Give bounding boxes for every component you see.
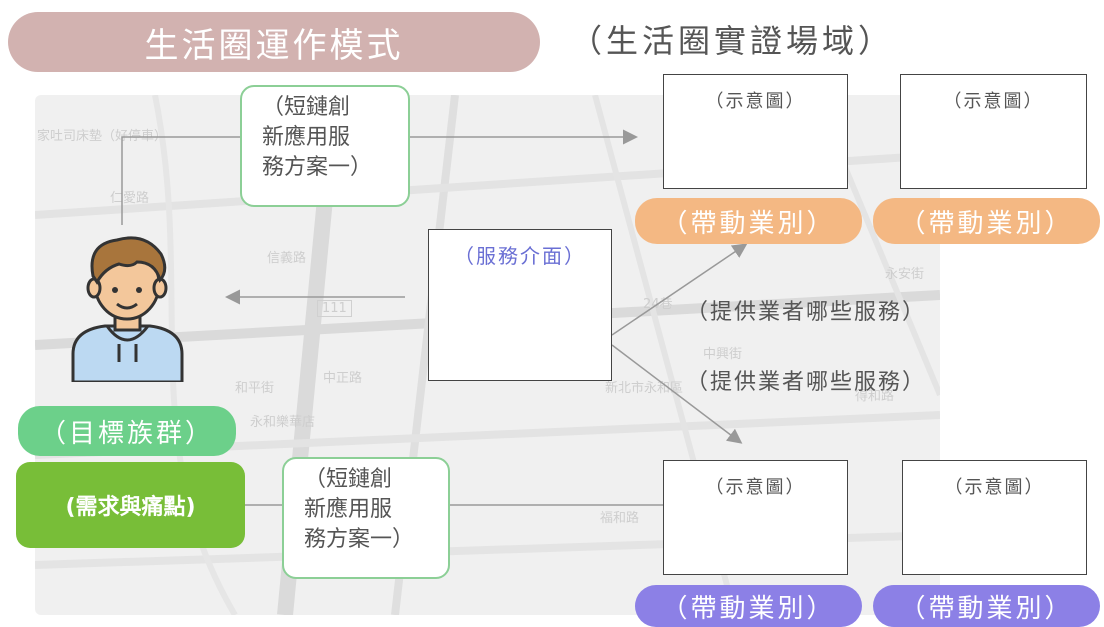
map-label: 和平街 — [235, 381, 275, 396]
industry-tag-purple: （帶動業別） — [635, 585, 862, 627]
map-label: 中正路 — [323, 371, 363, 386]
map-label: 永和樂華店 — [250, 415, 316, 430]
service-label: （提供業者哪些服務） — [686, 300, 927, 325]
industry-tag-purple: （帶動業別） — [873, 585, 1100, 627]
service-interface-box: （服務介面） — [428, 229, 612, 381]
map-label: 永安街 — [885, 267, 925, 282]
screenshot-placeholder: （示意圖） — [663, 460, 848, 575]
target-group-tag: （目標族群） — [18, 406, 236, 456]
screenshot-placeholder: （示意圖） — [900, 74, 1087, 189]
title-pill: 生活圈運作模式 — [8, 12, 540, 72]
industry-tag-orange: （帶動業別） — [873, 198, 1100, 244]
person-avatar-icon — [71, 236, 184, 382]
screenshot-placeholder: （示意圖） — [902, 460, 1087, 575]
service-label: （提供業者哪些服務） — [686, 370, 927, 395]
map-label: 家吐司床墊（好停車） — [37, 129, 168, 144]
map-label: 111 — [317, 300, 352, 317]
map-label: 得和路 — [855, 389, 895, 404]
needs-tag: (需求與痛點) — [16, 462, 245, 548]
map-label: 仁愛路 — [110, 191, 150, 206]
case-box-top: （短鏈創 新應用服 務方案一） — [240, 85, 410, 207]
map-label: 福和路 — [600, 511, 640, 526]
industry-tag-orange: （帶動業別） — [635, 198, 862, 244]
screenshot-placeholder: （示意圖） — [663, 74, 848, 189]
case-box-bottom: （短鏈創 新應用服 務方案一） — [282, 457, 450, 579]
map-label: 信義路 — [267, 251, 307, 266]
page-subtitle: （生活圈實證場域） — [570, 22, 895, 60]
map-label: 中興街 — [703, 347, 743, 362]
